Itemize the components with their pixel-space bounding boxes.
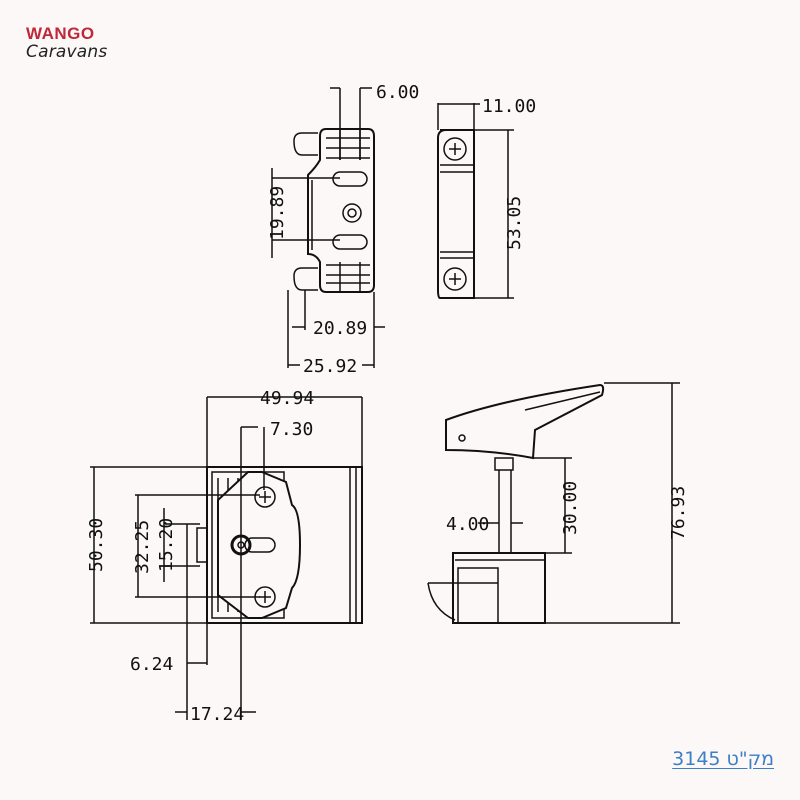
view-top-left <box>271 87 385 368</box>
view-side <box>427 382 680 624</box>
dim-19-89: 19.89 <box>267 186 288 240</box>
dim-49-94: 49.94 <box>260 388 314 409</box>
dim-15-20: 15.20 <box>156 518 177 572</box>
view-top-right <box>437 103 514 299</box>
dim-20-89: 20.89 <box>313 318 367 339</box>
dim-11-00: 11.00 <box>482 96 536 117</box>
dim-50-30: 50.30 <box>86 518 107 572</box>
sku-link[interactable]: מק"ט 3145 <box>672 748 774 770</box>
view-front <box>90 396 363 720</box>
logo-wango: WANGO <box>26 24 95 43</box>
dim-25-92: 25.92 <box>303 356 357 377</box>
dim-76-93: 76.93 <box>668 486 689 540</box>
logo-caravans: Caravans <box>26 42 108 62</box>
dim-30-00: 30.00 <box>560 481 581 535</box>
dim-6-24: 6.24 <box>130 654 173 675</box>
dim-6-00: 6.00 <box>376 82 419 103</box>
dim-4-00: 4.00 <box>446 514 489 535</box>
dim-53-05: 53.05 <box>504 196 525 250</box>
dim-32-25: 32.25 <box>132 520 153 574</box>
brand-logo: WANGO Caravans <box>22 20 132 70</box>
dim-17-24: 17.24 <box>190 704 244 725</box>
dim-7-30: 7.30 <box>270 419 313 440</box>
